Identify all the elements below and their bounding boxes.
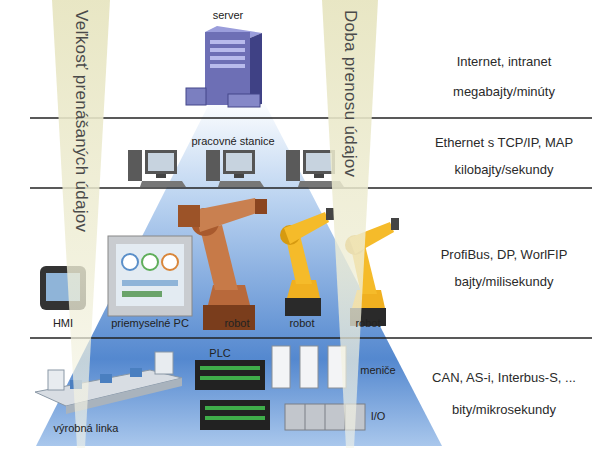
network-level-band: ProfiBus, DP, WorlFIP bajty/milisekundy	[410, 188, 598, 338]
part-label: robot	[355, 317, 380, 330]
pc-bar	[122, 291, 162, 297]
part-label: server	[213, 9, 244, 22]
network-level-band: CAN, AS-i, Interbus-S, ... bity/mikroseku…	[410, 338, 598, 459]
pc-tower	[128, 150, 142, 181]
rate-text: kilobajty/sekundy	[410, 162, 598, 178]
workstation	[206, 150, 264, 187]
plc-leds	[205, 416, 265, 420]
robot-tool	[391, 218, 399, 230]
server-unit	[228, 94, 260, 107]
workstation	[128, 150, 186, 187]
data-beam: Doba prenosu údajov	[322, 0, 378, 448]
robot-arm	[195, 198, 260, 232]
pc-tower	[206, 150, 220, 181]
network-level-band: Internet, intranet megabajty/minúty	[410, 0, 598, 118]
workpiece	[130, 368, 142, 377]
station	[155, 352, 173, 374]
part-label: robot	[224, 317, 249, 330]
level-line	[30, 187, 592, 189]
beam-fill	[52, 0, 110, 448]
monitor-screen	[226, 153, 252, 171]
monitor-stand	[156, 174, 166, 178]
rate-text: bity/mikrosekundy	[410, 402, 598, 418]
industrial-pc	[108, 236, 192, 316]
level-line	[30, 337, 592, 339]
station	[48, 370, 64, 390]
axis-caption: Veľkosť prenášaných údajov	[71, 10, 91, 232]
network-level-band: Ethernet s TCP/IP, MAP kilobajty/sekundy	[410, 118, 598, 188]
rate-text: bajty/milisekundy	[410, 274, 598, 290]
part-label: priemyselné PC	[111, 317, 189, 330]
robot-base	[203, 305, 255, 330]
plc-leds	[200, 376, 260, 380]
data-beam: Veľkosť prenášaných údajov	[52, 0, 110, 448]
monitor-stand	[234, 174, 244, 178]
keyboard	[218, 181, 264, 187]
workpiece	[100, 374, 112, 383]
robot-arm	[284, 212, 329, 244]
server-unit	[186, 88, 206, 105]
keyboard	[140, 181, 186, 187]
part-label: PLC	[209, 347, 230, 360]
gauge	[142, 254, 158, 270]
pc-bar	[122, 280, 178, 286]
gauge	[122, 254, 138, 270]
protocol-text: CAN, AS-i, Interbus-S, ...	[410, 370, 598, 386]
server-bay	[210, 48, 245, 52]
part-label: pracovné stanice	[191, 135, 274, 148]
part-label: HMI	[53, 317, 73, 330]
pc-tower	[286, 150, 300, 181]
monitor	[145, 150, 177, 174]
level-line	[30, 117, 592, 119]
protocol-text: Internet, intranet	[410, 54, 598, 70]
drive-unit	[272, 346, 290, 388]
monitor-stand	[314, 174, 324, 178]
plc-leds	[205, 406, 265, 410]
io-divider	[325, 404, 326, 430]
part-label: meniče	[360, 364, 395, 377]
drive-unit	[300, 346, 318, 388]
pc-screen	[116, 244, 184, 306]
server-bay	[210, 56, 245, 60]
io-divider	[305, 404, 306, 430]
monitor-screen	[148, 153, 174, 171]
monitor	[223, 150, 255, 174]
monitor-screen	[306, 153, 332, 171]
server-bay	[210, 40, 245, 44]
part-label: I/O	[371, 410, 386, 423]
rate-text: megabajty/minúty	[410, 84, 598, 100]
plc-leds	[200, 366, 260, 370]
part-label: výrobná linka	[54, 422, 119, 435]
plc-rack	[195, 360, 265, 390]
server-bay	[210, 64, 245, 68]
part-label: robot	[289, 317, 314, 330]
axis-caption: Doba prenosu údajov	[340, 10, 360, 177]
gauge	[162, 254, 178, 270]
beam-fill	[322, 0, 378, 448]
monitor	[303, 150, 335, 174]
protocol-text: ProfiBus, DP, WorlFIP	[410, 247, 598, 263]
robot	[280, 208, 334, 316]
robot-motor	[178, 205, 200, 227]
robot-wrist	[255, 199, 267, 214]
protocol-text: Ethernet s TCP/IP, MAP	[410, 135, 598, 151]
robot-base	[285, 298, 321, 316]
plc-rack	[200, 400, 270, 430]
robot-tool	[326, 208, 334, 220]
